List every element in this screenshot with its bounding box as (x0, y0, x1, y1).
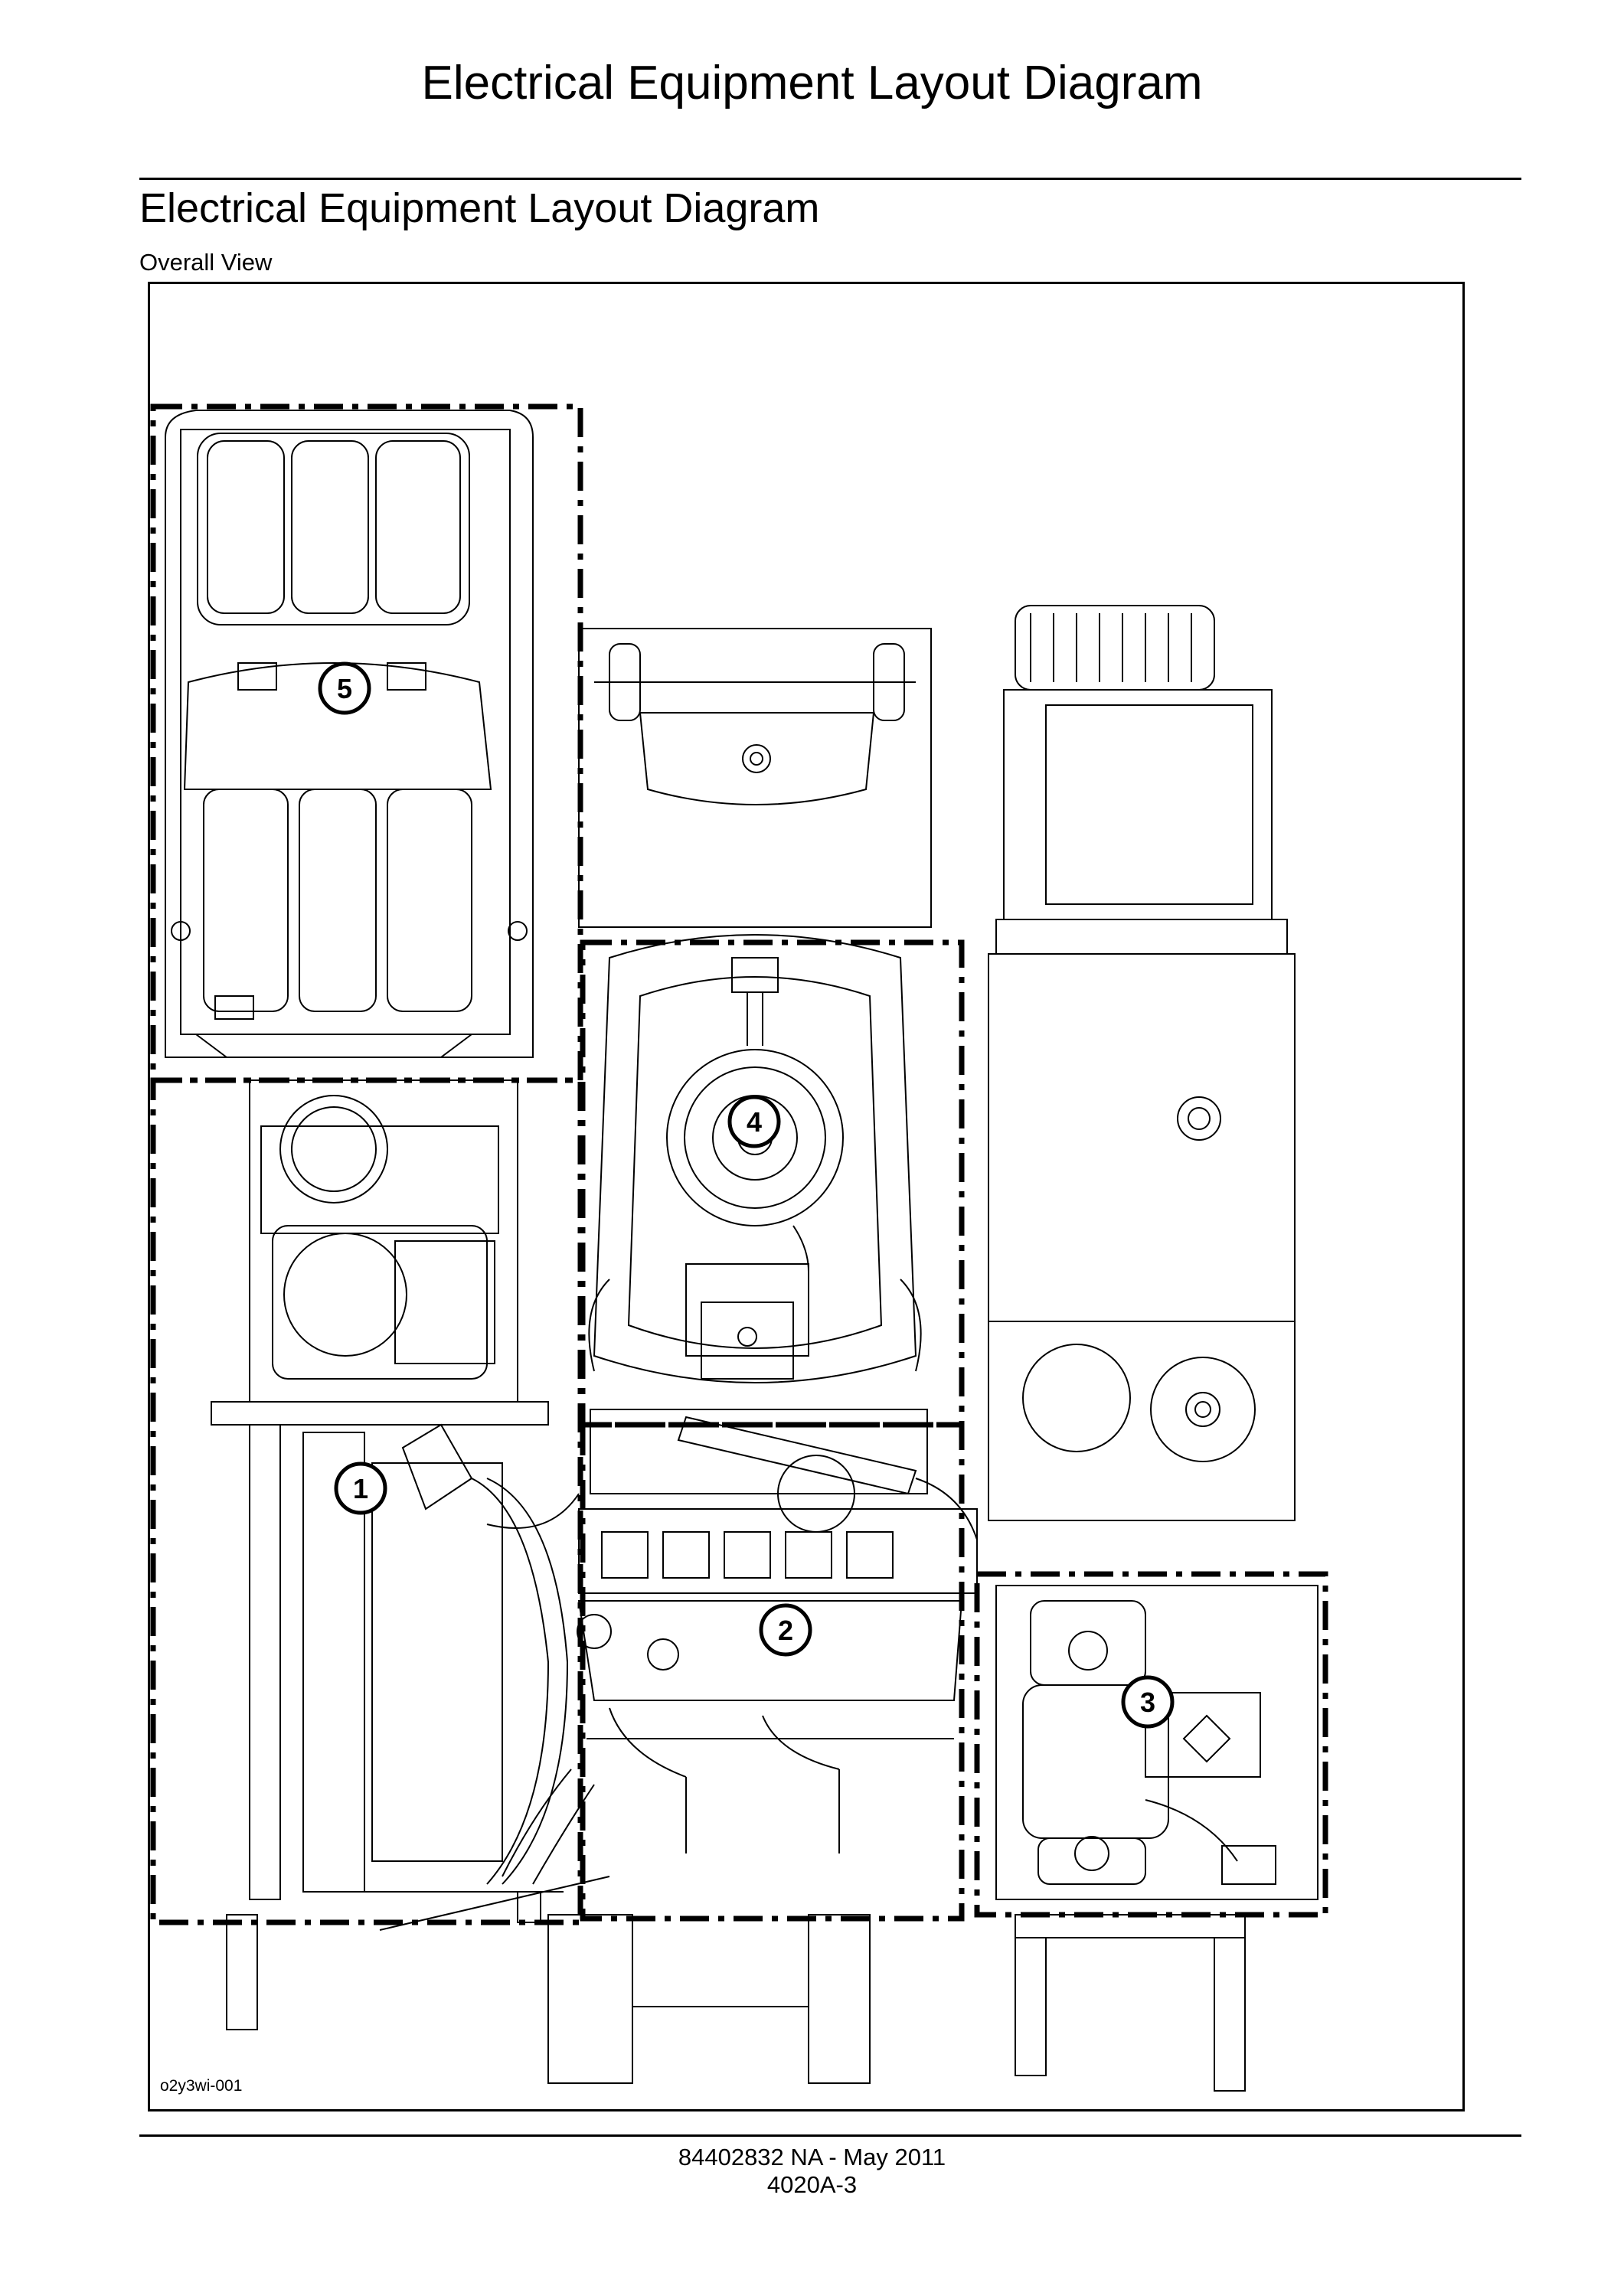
page-footer: 84402832 NA - May 2011 4020A-3 (0, 2144, 1624, 2198)
callout-5: 5 (318, 661, 371, 715)
page-header-title: Electrical Equipment Layout Diagram (421, 57, 1203, 109)
callout-badges: 1 2 3 4 5 (318, 661, 1175, 1729)
callout-1: 1 (334, 1462, 387, 1515)
bottom-rule (139, 2134, 1521, 2137)
page-number: 4020A-3 (766, 2170, 858, 2198)
engine-drawing (502, 1409, 978, 1885)
callout-areas (150, 403, 1328, 1925)
layout-diagram-svg: 1 2 3 4 5 (150, 403, 1328, 2092)
callout-2-label: 2 (778, 1615, 793, 1646)
right-housing-drawing (988, 605, 1296, 1521)
lower-frame-drawing (547, 1914, 1246, 2092)
callout-4-label: 4 (747, 1106, 762, 1138)
figure-id: o2y3wi-001 (160, 2077, 243, 2095)
area-3-box (974, 1571, 1328, 1918)
callout-3-label: 3 (1140, 1687, 1155, 1718)
area-2-box (580, 1422, 965, 1922)
top-rule (139, 178, 1521, 180)
callout-4: 4 (727, 1095, 781, 1148)
callout-1-label: 1 (353, 1473, 368, 1504)
callout-5-label: 5 (337, 673, 352, 704)
boom-frame-drawing (578, 628, 932, 928)
pump-drawing (995, 1585, 1318, 1900)
layout-diagram-figure: 1 2 3 4 5 o2y3wi-001 (148, 282, 1465, 2111)
area-4-box (580, 939, 965, 1428)
area-5-box (150, 403, 583, 1083)
swing-motor-drawing (588, 934, 922, 1383)
callout-2: 2 (759, 1603, 812, 1657)
section-subtitle: Overall View (139, 249, 273, 276)
section-title: Electrical Equipment Layout Diagram (139, 185, 820, 231)
cab-seat-drawing (165, 410, 534, 1058)
radiator-drawing (211, 1079, 610, 2030)
doc-number: 84402832 NA - May 2011 (678, 2144, 946, 2170)
callout-3: 3 (1121, 1675, 1175, 1729)
